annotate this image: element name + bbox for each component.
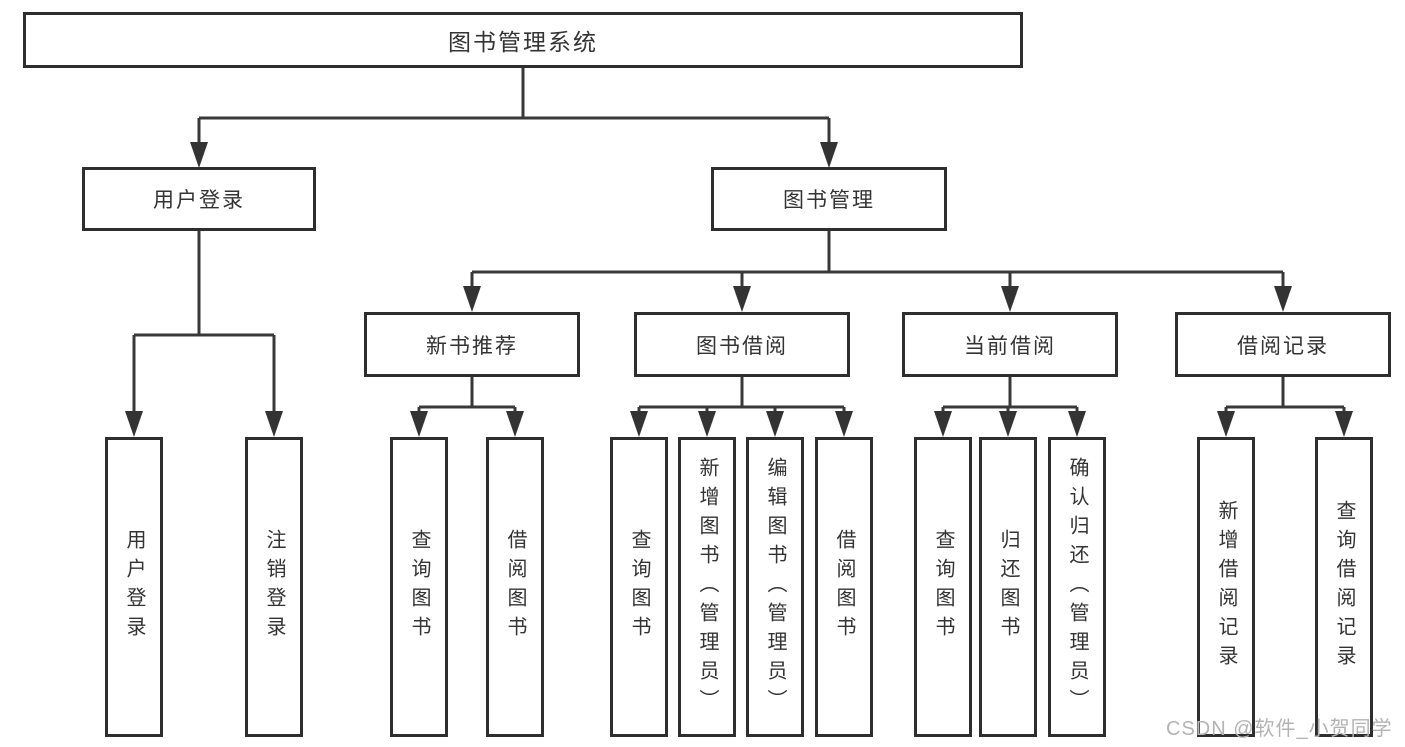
arrowhead-icon xyxy=(463,286,481,312)
leaf-recommend-query-books: 查询图书 xyxy=(390,437,448,737)
arrowhead-icon xyxy=(733,286,751,312)
leaf-current-return-books: 归还图书 xyxy=(979,437,1037,737)
arrowhead-icon xyxy=(766,411,784,437)
arrowhead-icon xyxy=(820,142,838,168)
node-book-management: 图书管理 xyxy=(711,167,947,231)
leaf-current-confirm-return-admin: 确认归还（管理员） xyxy=(1048,437,1106,737)
leaf-records-add-record: 新增借阅记录 xyxy=(1197,437,1255,737)
node-borrow-records: 借阅记录 xyxy=(1175,312,1391,377)
leaf-records-query-record: 查询借阅记录 xyxy=(1315,437,1373,737)
watermark: CSDN @软件_小贺同学 xyxy=(1166,718,1393,740)
leaf-borrow-edit-books-admin: 编辑图书（管理员） xyxy=(746,437,804,737)
arrowhead-icon xyxy=(265,411,283,437)
arrowhead-icon xyxy=(1001,286,1019,312)
edge-bookmgmt-to-level3 xyxy=(470,231,1285,290)
arrowhead-icon xyxy=(1335,411,1353,437)
node-new-book-recommend: 新书推荐 xyxy=(364,312,580,377)
arrowhead-icon xyxy=(835,411,853,437)
node-current-borrow: 当前借阅 xyxy=(902,312,1118,377)
arrowhead-icon xyxy=(999,411,1017,437)
node-book-borrow: 图书借阅 xyxy=(634,312,850,377)
leaf-borrow-query-books: 查询图书 xyxy=(610,437,668,737)
arrowhead-icon xyxy=(1217,411,1235,437)
arrowhead-icon xyxy=(190,142,208,168)
arrowhead-icon xyxy=(934,411,952,437)
edge-userlogin-to-leaves xyxy=(132,231,276,415)
arrowhead-icon xyxy=(506,411,524,437)
arrowhead-icon xyxy=(125,411,143,437)
arrowhead-icon xyxy=(1274,286,1292,312)
edge-root-to-level2 xyxy=(197,68,831,146)
leaf-user-login: 用户登录 xyxy=(105,437,163,737)
node-user-login: 用户登录 xyxy=(82,167,316,231)
leaf-logout: 注销登录 xyxy=(245,437,303,737)
arrowhead-icon xyxy=(1068,411,1086,437)
arrowhead-icon xyxy=(630,411,648,437)
edge-recommend-to-leaves xyxy=(417,377,517,415)
leaf-borrow-add-books-admin: 新增图书（管理员） xyxy=(678,437,736,737)
leaf-borrow-borrow-books: 借阅图书 xyxy=(815,437,873,737)
leaf-current-query-books: 查询图书 xyxy=(914,437,972,737)
edge-borrow-to-leaves xyxy=(637,377,846,415)
arrowhead-icon xyxy=(698,411,716,437)
edge-current-to-leaves xyxy=(941,377,1079,415)
leaf-recommend-borrow-books: 借阅图书 xyxy=(486,437,544,737)
node-root: 图书管理系统 xyxy=(23,12,1023,68)
edge-records-to-leaves xyxy=(1224,377,1346,415)
arrowhead-icon xyxy=(410,411,428,437)
